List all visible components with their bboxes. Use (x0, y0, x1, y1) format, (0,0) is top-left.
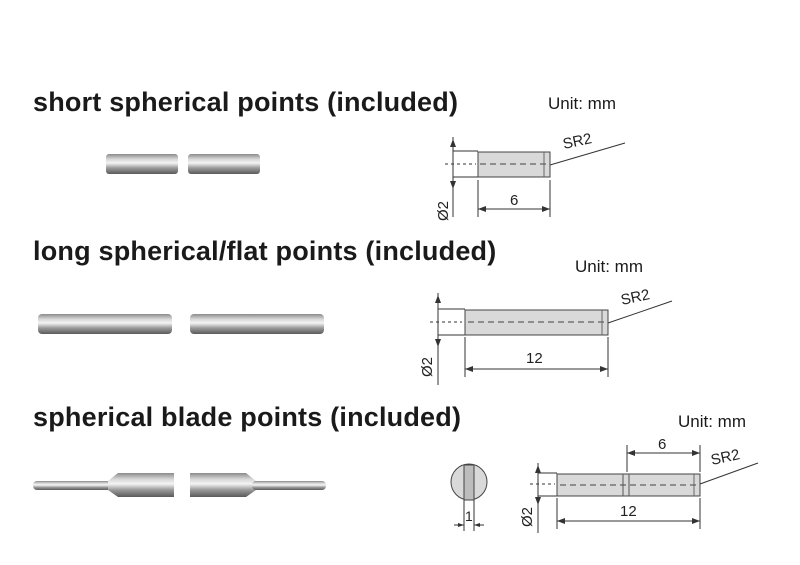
short-diameter-label: Ø2 (435, 201, 452, 221)
long-point-left (38, 314, 172, 334)
short-length-label: 6 (510, 192, 518, 209)
blade-cross-section-drawing: 1 (450, 463, 488, 531)
blade-point-drawing: 6 12 SR2 Ø2 (519, 436, 759, 533)
long-diameter-label: Ø2 (419, 357, 436, 377)
blade-diameter-label: Ø2 (519, 507, 536, 527)
blade-thickness-label: 1 (465, 508, 473, 524)
unit-label: Unit: mm (575, 257, 643, 276)
blade-length-label: 12 (620, 503, 637, 520)
blade-radius-label: SR2 (709, 446, 741, 469)
long-point-right (190, 314, 324, 334)
long-spherical-flat-points-photo (38, 314, 324, 334)
long-length-label: 12 (526, 350, 543, 367)
blade-point-right (190, 473, 326, 497)
short-spherical-points-photo (106, 154, 260, 174)
short-radius-label: SR2 (561, 130, 593, 153)
section-title-spherical-blade: spherical blade points (included) (33, 402, 462, 432)
section-title-long-spherical-flat: long spherical/flat points (included) (33, 236, 497, 266)
unit-label: Unit: mm (548, 94, 616, 113)
spherical-blade-points-photo (33, 473, 326, 497)
short-point-right (188, 154, 260, 174)
long-radius-label: SR2 (619, 286, 651, 309)
short-point-left (106, 154, 178, 174)
short-point-drawing: 6 SR2 Ø2 (435, 130, 626, 221)
long-point-drawing: 12 SR2 Ø2 (419, 286, 673, 385)
blade-point-left (33, 473, 174, 497)
section-title-short-spherical: short spherical points (included) (33, 87, 459, 117)
blade-partial-length-label: 6 (658, 436, 666, 453)
long-point-body (464, 309, 609, 336)
unit-label: Unit: mm (678, 412, 746, 431)
